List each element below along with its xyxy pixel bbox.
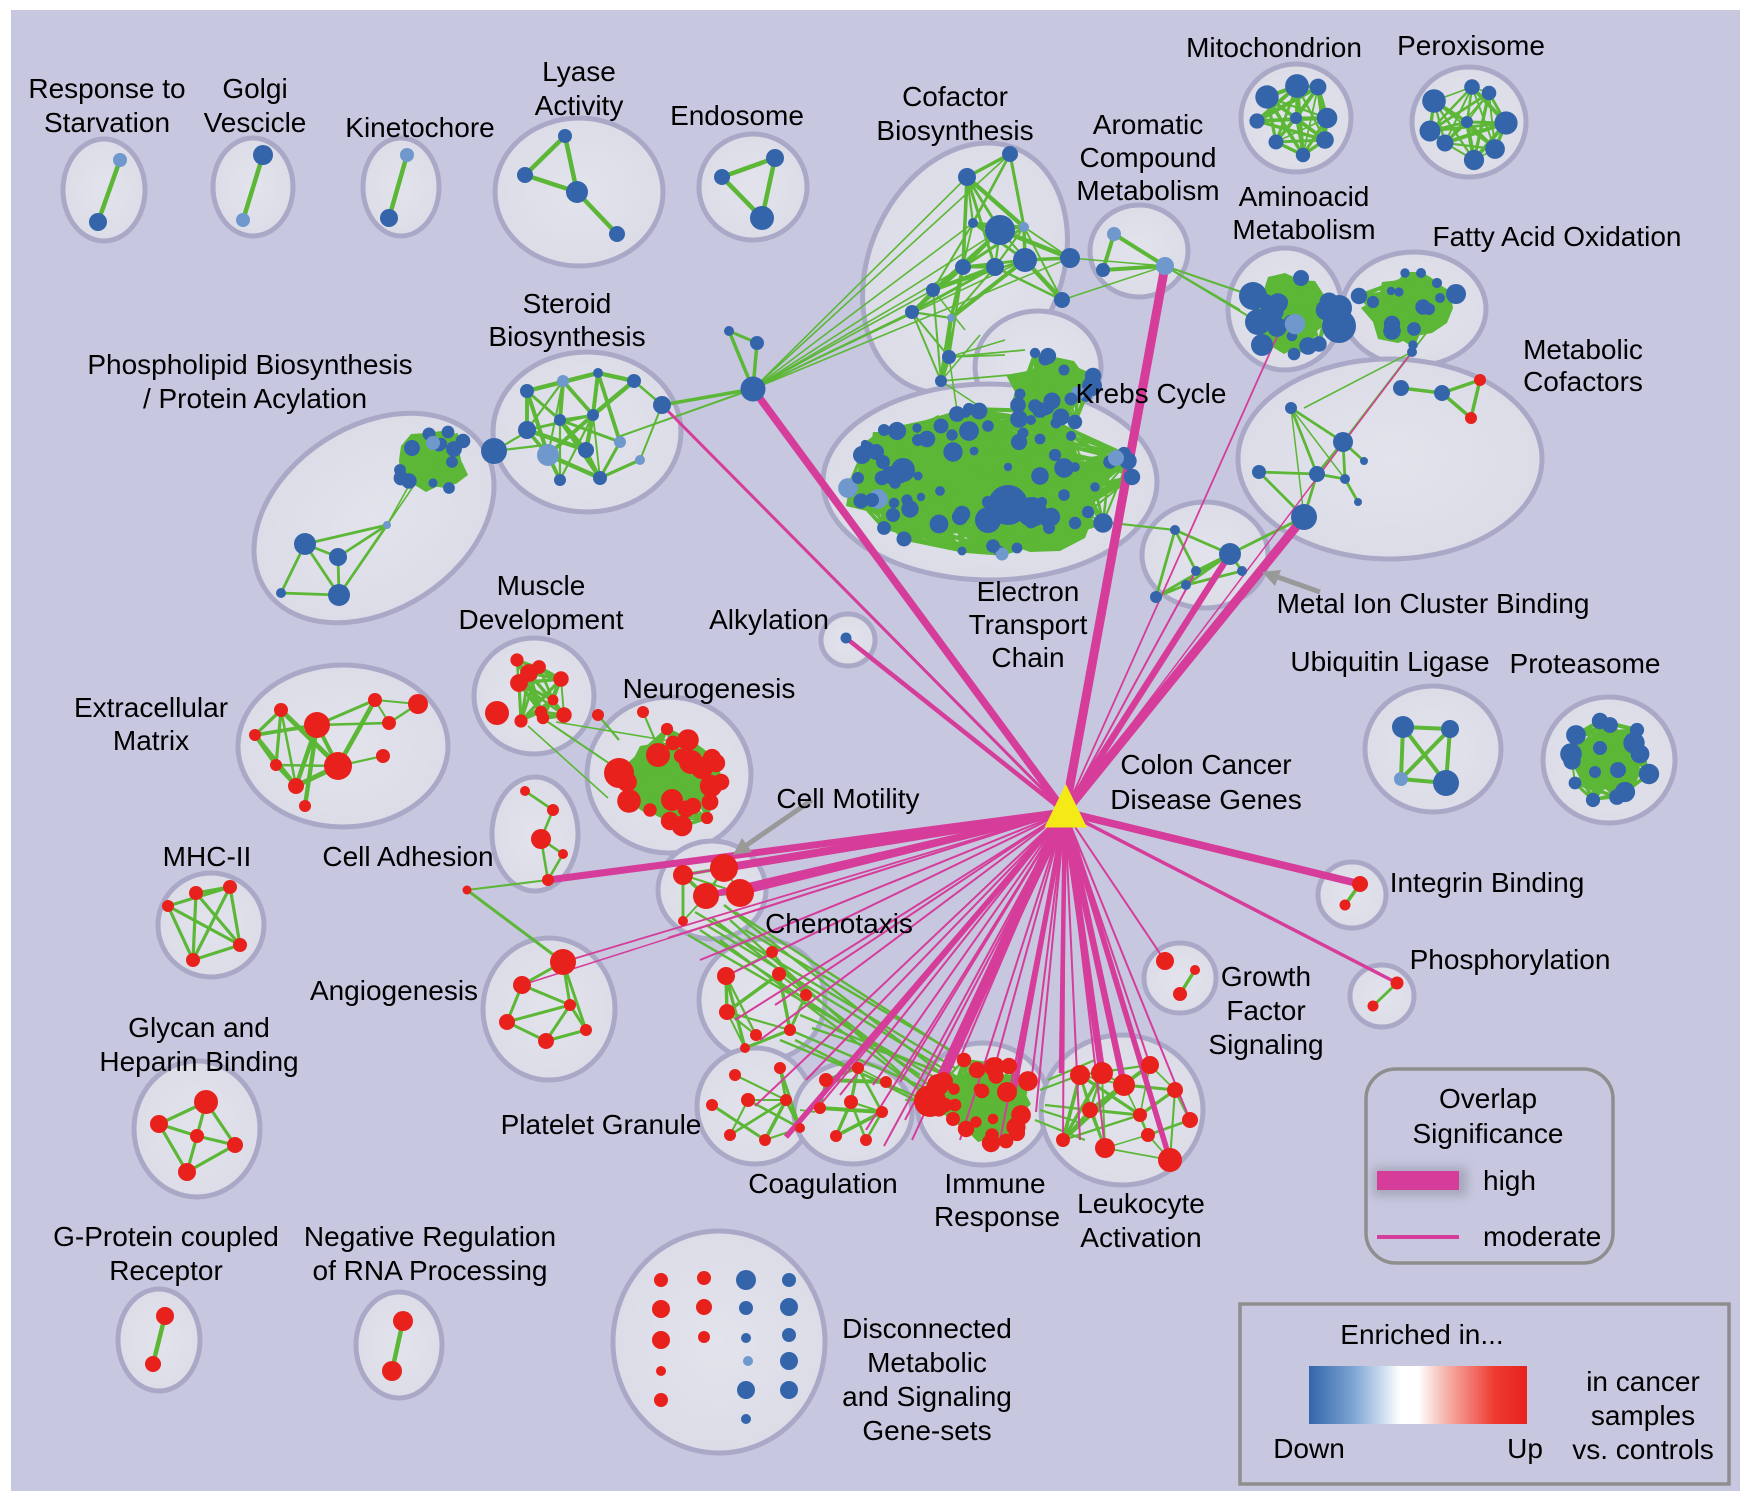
svg-text:Chemotaxis: Chemotaxis: [765, 908, 913, 939]
svg-text:Ubiquitin Ligase: Ubiquitin Ligase: [1290, 646, 1489, 677]
svg-text:Signaling: Signaling: [1208, 1029, 1323, 1060]
svg-text:samples: samples: [1591, 1400, 1695, 1431]
svg-text:Proteasome: Proteasome: [1510, 648, 1661, 679]
svg-text:vs. controls: vs. controls: [1572, 1434, 1714, 1465]
svg-text:Disconnected: Disconnected: [842, 1313, 1012, 1344]
svg-text:MHC-II: MHC-II: [163, 841, 252, 872]
svg-text:Cell Adhesion: Cell Adhesion: [322, 841, 493, 872]
svg-text:Response: Response: [934, 1201, 1060, 1232]
svg-text:Heparin Binding: Heparin Binding: [99, 1046, 298, 1077]
svg-text:Metabolic: Metabolic: [867, 1347, 987, 1378]
svg-text:G-Protein coupled: G-Protein coupled: [53, 1221, 279, 1252]
svg-text:Biosynthesis: Biosynthesis: [876, 115, 1033, 146]
svg-text:Angiogenesis: Angiogenesis: [310, 975, 478, 1006]
svg-text:Vescicle: Vescicle: [204, 107, 307, 138]
svg-text:Cofactor: Cofactor: [902, 81, 1008, 112]
svg-text:Response to: Response to: [28, 73, 185, 104]
svg-text:Growth: Growth: [1221, 961, 1311, 992]
svg-text:/ Protein Acylation: / Protein Acylation: [143, 383, 367, 414]
svg-text:Transport: Transport: [969, 609, 1088, 640]
svg-text:Kinetochore: Kinetochore: [345, 112, 494, 143]
svg-text:Krebs Cycle: Krebs Cycle: [1076, 378, 1227, 409]
svg-text:Compound: Compound: [1080, 142, 1217, 173]
svg-text:Activity: Activity: [535, 90, 624, 121]
svg-text:high: high: [1483, 1165, 1536, 1196]
svg-text:Up: Up: [1507, 1433, 1543, 1464]
svg-text:Peroxisome: Peroxisome: [1397, 30, 1545, 61]
svg-text:Neurogenesis: Neurogenesis: [623, 673, 796, 704]
svg-text:Steroid: Steroid: [523, 288, 612, 319]
svg-text:Alkylation: Alkylation: [709, 604, 829, 635]
svg-text:Coagulation: Coagulation: [748, 1168, 897, 1199]
svg-text:Biosynthesis: Biosynthesis: [488, 321, 645, 352]
svg-text:Aromatic: Aromatic: [1093, 109, 1203, 140]
svg-text:Integrin Binding: Integrin Binding: [1390, 867, 1585, 898]
svg-text:Chain: Chain: [991, 642, 1064, 673]
svg-text:Platelet Granule: Platelet Granule: [501, 1109, 702, 1140]
svg-text:Starvation: Starvation: [44, 107, 170, 138]
svg-text:Metabolism: Metabolism: [1076, 175, 1219, 206]
svg-text:Mitochondrion: Mitochondrion: [1186, 32, 1362, 63]
svg-text:Overlap: Overlap: [1439, 1083, 1537, 1114]
svg-text:Immune: Immune: [944, 1168, 1045, 1199]
svg-text:in cancer: in cancer: [1586, 1366, 1700, 1397]
svg-text:Electron: Electron: [977, 576, 1080, 607]
svg-text:Development: Development: [459, 604, 624, 635]
svg-text:Fatty Acid Oxidation: Fatty Acid Oxidation: [1432, 221, 1681, 252]
svg-text:Muscle: Muscle: [497, 570, 586, 601]
svg-text:Enriched in...: Enriched in...: [1340, 1319, 1503, 1350]
svg-text:and Signaling: and Signaling: [842, 1381, 1012, 1412]
svg-text:Cell Motility: Cell Motility: [776, 783, 919, 814]
svg-text:Down: Down: [1273, 1433, 1345, 1464]
svg-text:of RNA Processing: of RNA Processing: [313, 1255, 548, 1286]
svg-text:Lyase: Lyase: [542, 56, 616, 87]
svg-text:Aminoacid: Aminoacid: [1239, 181, 1370, 212]
svg-text:moderate: moderate: [1483, 1221, 1601, 1252]
svg-text:Golgi: Golgi: [222, 73, 287, 104]
svg-text:Colon Cancer: Colon Cancer: [1120, 749, 1291, 780]
svg-text:Metal Ion Cluster Binding: Metal Ion Cluster Binding: [1277, 588, 1590, 619]
svg-text:Matrix: Matrix: [113, 725, 189, 756]
svg-text:Significance: Significance: [1413, 1118, 1564, 1149]
svg-text:Glycan and: Glycan and: [128, 1012, 270, 1043]
svg-text:Extracellular: Extracellular: [74, 692, 228, 723]
svg-text:Metabolic: Metabolic: [1523, 334, 1643, 365]
svg-text:Factor: Factor: [1226, 995, 1305, 1026]
svg-text:Negative Regulation: Negative Regulation: [304, 1221, 556, 1252]
svg-text:Cofactors: Cofactors: [1523, 366, 1643, 397]
svg-text:Receptor: Receptor: [109, 1255, 223, 1286]
svg-text:Activation: Activation: [1080, 1222, 1201, 1253]
svg-text:Phosphorylation: Phosphorylation: [1410, 944, 1611, 975]
svg-text:Leukocyte: Leukocyte: [1077, 1188, 1205, 1219]
svg-text:Metabolism: Metabolism: [1232, 214, 1375, 245]
svg-text:Endosome: Endosome: [670, 100, 804, 131]
svg-text:Disease Genes: Disease Genes: [1110, 784, 1301, 815]
svg-text:Gene-sets: Gene-sets: [862, 1415, 991, 1446]
svg-text:Phospholipid Biosynthesis: Phospholipid Biosynthesis: [87, 349, 412, 380]
